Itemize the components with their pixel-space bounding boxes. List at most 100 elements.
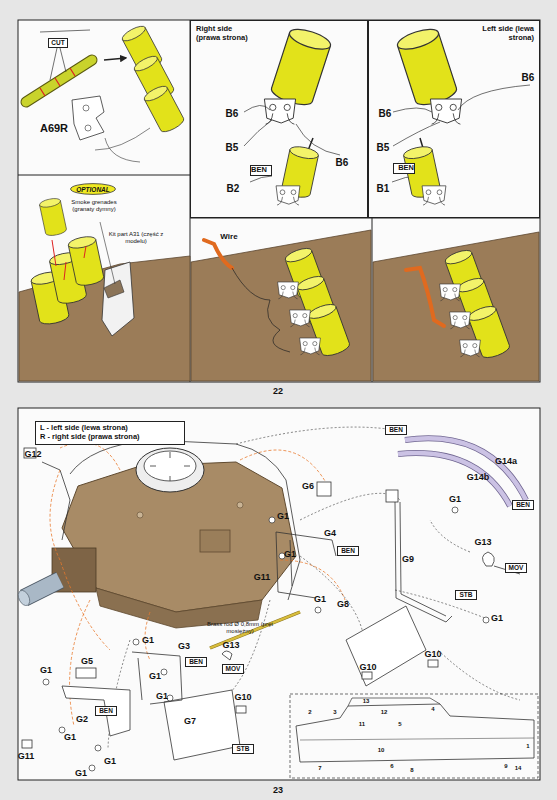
turret-drawing: [24, 580, 60, 598]
left-side-drawing: [395, 25, 459, 108]
optional-panel-drawing: [104, 280, 124, 298]
photo-etch-parts: [482, 552, 494, 566]
wire-step-drawing: [204, 240, 232, 268]
fixing-pins: [161, 669, 167, 675]
photo-etch-parts: [386, 490, 398, 502]
turret-drawing: [184, 466, 190, 467]
photo-etch-parts: [405, 438, 526, 500]
left-side-drawing: [430, 99, 461, 124]
optional-panel-drawing: [84, 246, 86, 258]
part-label: G14a: [495, 457, 517, 467]
fixing-pins: [315, 607, 321, 613]
callout-number: 1: [526, 743, 529, 750]
location-inset: [300, 738, 534, 740]
node-text: Right side (prawa strona): [196, 25, 258, 42]
callout-number: 12: [381, 709, 388, 716]
optional-panel-drawing: [19, 256, 190, 381]
node-text: OPTIONAL: [76, 186, 110, 193]
leader-lines: [108, 427, 520, 748]
optional-panel-drawing: [64, 262, 66, 280]
optional-ellipse: [71, 184, 116, 195]
stowage-rail: [42, 462, 70, 540]
part-label: G11: [18, 752, 35, 762]
stowage-rail: [286, 480, 300, 600]
photo-etch-parts: [222, 651, 232, 660]
optional-panel-drawing: [39, 197, 67, 237]
turret-drawing: [150, 452, 190, 481]
photo-etch-parts: [317, 482, 331, 496]
part-label: G1: [149, 672, 161, 682]
part-label: B5: [226, 142, 239, 153]
bend-tag: BEN: [385, 425, 407, 435]
bend-tag: BEN: [512, 500, 534, 510]
node-text: BEN: [389, 427, 403, 434]
photo-etch-parts: [405, 438, 526, 500]
note-text: Brass rod Ø 0,8mm (pręt mosiężny): [204, 621, 276, 634]
page-frame: [18, 408, 540, 780]
part-label: G13: [474, 538, 491, 548]
bend-tag: BEN: [250, 165, 272, 176]
cut-panel-drawing: [40, 30, 90, 80]
node-text: BEN: [341, 548, 355, 555]
callout-number: 2: [308, 709, 311, 716]
callout-number: 6: [390, 763, 393, 770]
turret-drawing: [237, 502, 243, 508]
step-panel: Left side (lewa strona)BEN: [368, 20, 540, 218]
part-label: G10: [234, 693, 251, 703]
location-inset: [296, 704, 534, 762]
fixing-pins: [89, 765, 95, 771]
photo-etch-parts: [236, 706, 246, 713]
optional-panel-drawing: [19, 197, 190, 381]
leader-lines: [222, 600, 270, 700]
turret-drawing: [170, 476, 171, 481]
right-side-drawing: [276, 186, 300, 205]
photo-etch-parts: [62, 686, 130, 736]
note-text: Smoke grenades (granaty dymny): [63, 199, 125, 212]
node-text: BEN: [251, 166, 271, 175]
leader-lines: [300, 556, 364, 640]
guide-lines: [60, 442, 120, 470]
final-step-drawing: [450, 312, 471, 329]
page-frame: [18, 408, 540, 780]
side-key-box: L - left side (lewa strona)R - right sid…: [35, 421, 185, 445]
part-label: G1: [40, 666, 52, 676]
callout-number: 14: [515, 765, 522, 772]
left-side-drawing: [392, 85, 530, 182]
photo-etch-parts: [398, 453, 510, 506]
part-label: G13: [222, 641, 239, 651]
part-label: B2: [227, 183, 240, 194]
node-text: CUT: [51, 40, 64, 47]
optional-panel-drawing: [102, 262, 134, 336]
photo-etch-parts: [22, 740, 32, 748]
note-text: Wire: [220, 233, 237, 242]
node-text: MOV: [226, 666, 241, 673]
wire-step-drawing: [278, 282, 299, 299]
callout-number: 5: [398, 721, 401, 728]
part-label: G8: [337, 600, 349, 610]
guide-lines: [240, 450, 330, 490]
cut-panel-drawing: [142, 83, 185, 134]
final-step-drawing: [440, 284, 461, 301]
leader-lines: [236, 427, 395, 444]
part-label: B6: [522, 72, 535, 83]
node-text: MOV: [509, 565, 524, 572]
page-number: 22: [273, 387, 283, 397]
cut-panel-drawing: [104, 58, 126, 60]
page-frame: [18, 20, 540, 382]
part-label: G1: [156, 692, 168, 702]
callout-number: 10: [378, 747, 385, 754]
page-number: 23: [273, 786, 283, 796]
note-text: Kit part A31 (część z modelu): [106, 231, 166, 244]
node-text: L - left side (lewa strona): [40, 423, 180, 432]
part-label: G1: [104, 757, 116, 767]
cut-panel-drawing: [70, 68, 75, 76]
movable-tag: MOV: [222, 664, 244, 674]
part-label: B5: [377, 142, 390, 153]
stabilise-tag: STB: [455, 590, 477, 600]
step-panel: Right side (prawa strona) BEN: [190, 20, 368, 218]
part-label: G1: [75, 769, 87, 779]
leader-lines: [438, 650, 520, 700]
cut-panel-drawing: [72, 96, 104, 140]
cut-panel-drawing: [95, 128, 150, 162]
wire-step-drawing: [300, 338, 321, 355]
